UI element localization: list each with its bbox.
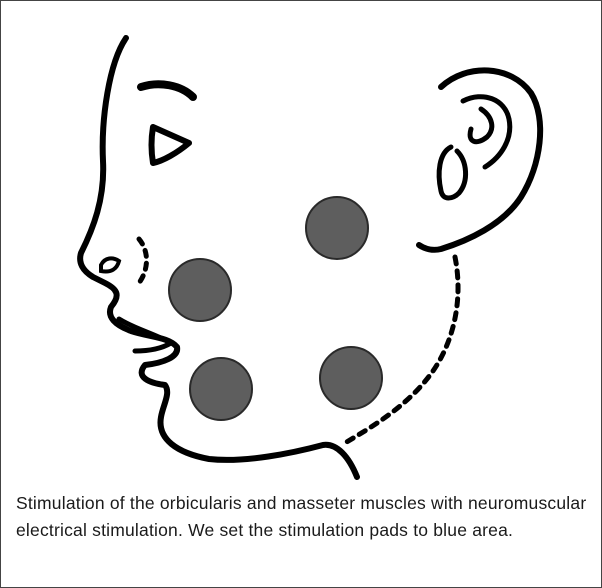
eye xyxy=(152,127,190,163)
figure-caption: Stimulation of the orbicularis and masse… xyxy=(16,490,588,544)
face-illustration xyxy=(1,1,601,487)
eyebrow xyxy=(141,84,193,97)
stimulation-pad-masseter-lower xyxy=(320,347,382,409)
stimulation-pad-masseter-upper xyxy=(306,197,368,259)
stimulation-pad-orbicularis-upper xyxy=(169,259,231,321)
ear-tragus xyxy=(439,147,465,198)
nostril xyxy=(101,258,119,271)
ear-inner-fold xyxy=(470,109,492,142)
stimulation-pad-orbicularis-lower xyxy=(190,358,252,420)
nasolabial-fold-dotted xyxy=(139,239,147,283)
